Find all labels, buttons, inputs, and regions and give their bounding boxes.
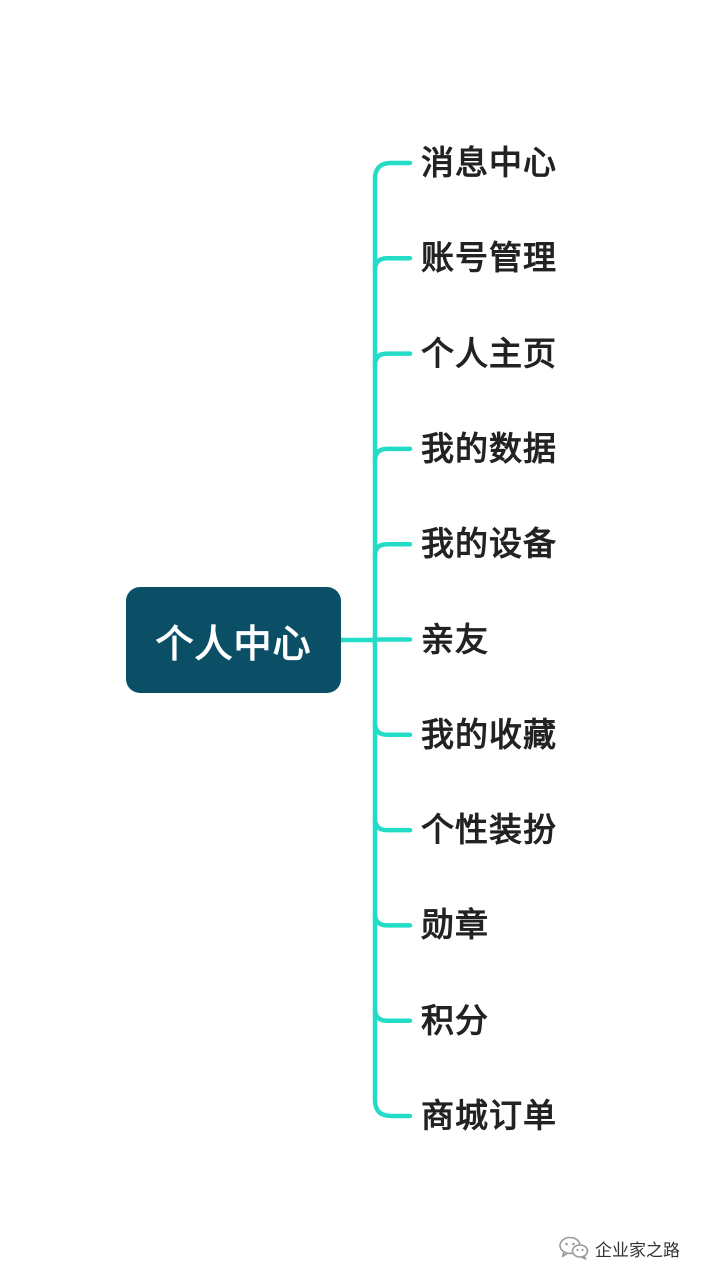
root-node-label: 个人中心 xyxy=(155,621,312,666)
branch-node-11[interactable]: 商城订单 xyxy=(421,1096,557,1135)
watermark: 企业家之路 xyxy=(559,1236,680,1261)
connector-branch-4 xyxy=(372,446,413,464)
connector-branch-8 xyxy=(372,815,413,833)
connector-branch-9 xyxy=(372,911,413,928)
branch-node-9[interactable]: 勋章 xyxy=(421,905,489,945)
branch-node-2[interactable]: 账号管理 xyxy=(421,238,557,278)
branch-node-10[interactable]: 积分 xyxy=(421,1000,489,1040)
connector-branch-2 xyxy=(372,256,413,273)
connector-branch-10 xyxy=(372,1006,413,1023)
root-node[interactable]: 个人中心 xyxy=(126,587,341,693)
connector-branch-3 xyxy=(372,351,413,368)
wechat-icon xyxy=(559,1236,589,1260)
branch-node-5[interactable]: 我的设备 xyxy=(421,524,557,564)
branch-node-7[interactable]: 我的收藏 xyxy=(421,714,557,754)
branch-node-8[interactable]: 个性装扮 xyxy=(421,810,557,850)
branch-node-1[interactable]: 消息中心 xyxy=(421,143,557,182)
branch-node-6[interactable]: 亲友 xyxy=(421,619,489,659)
branch-node-3[interactable]: 个人主页 xyxy=(421,333,557,373)
branch-node-4[interactable]: 我的数据 xyxy=(421,428,557,468)
watermark-label: 企业家之路 xyxy=(595,1240,680,1261)
connector-branch-5 xyxy=(372,541,413,559)
connector-branch-7 xyxy=(372,720,413,738)
